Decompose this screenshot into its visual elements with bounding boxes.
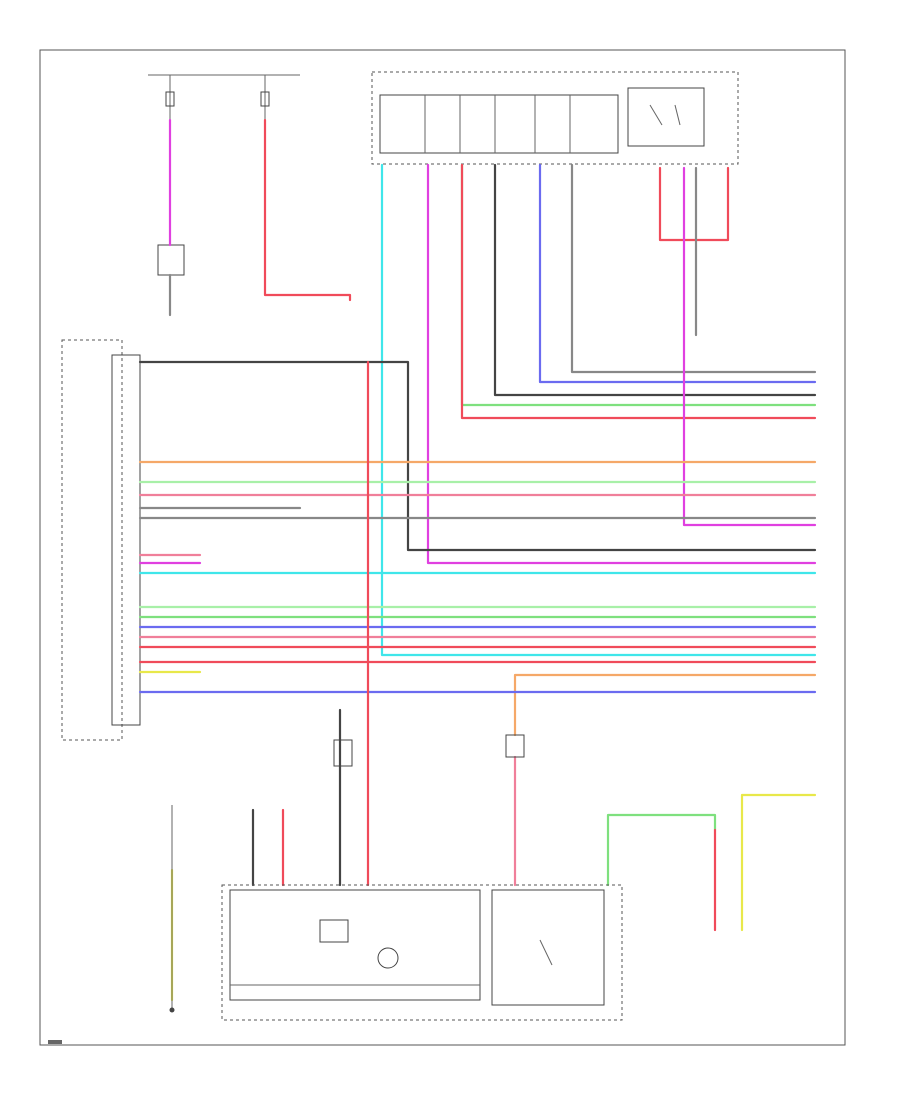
wire-magenta-11 — [682, 166, 817, 527]
meter-switch — [539, 939, 553, 966]
wire-red-10 — [658, 166, 730, 242]
fuse-block — [379, 94, 619, 154]
ecu-connector — [111, 354, 141, 726]
diagram-frame — [39, 49, 846, 1046]
meter-left-box — [229, 889, 481, 1001]
wire-red-6 — [460, 163, 817, 420]
warning-indicator — [377, 947, 399, 969]
lower-relay — [333, 739, 353, 767]
ecu-block — [61, 339, 123, 741]
wire-blue-8 — [538, 163, 817, 384]
wire-dark-7 — [493, 163, 817, 397]
meter-gauge — [319, 919, 349, 943]
wire-green-36 — [606, 813, 717, 887]
wire-yellow-38 — [740, 793, 817, 932]
wire-red-2 — [263, 118, 352, 302]
orange-resistor — [505, 734, 525, 758]
wire-green-5 — [460, 163, 817, 407]
junction-box-outline — [371, 71, 739, 165]
meter-right-box — [491, 889, 605, 1006]
combination-meter-outline — [221, 884, 623, 1021]
fuse-left-1 — [165, 91, 175, 107]
wire-magenta-4 — [426, 163, 817, 565]
relay-box — [627, 87, 705, 147]
fuse-left-2 — [260, 91, 270, 107]
wire-group — [138, 118, 817, 1002]
wire-dark-13 — [138, 360, 817, 552]
relay-contact — [674, 104, 681, 126]
wire-orange-29 — [513, 673, 817, 737]
ground-point — [169, 1007, 175, 1013]
top-left-relay — [157, 244, 185, 276]
wire-gray-9 — [570, 163, 817, 374]
wire-cyan-3 — [380, 163, 817, 657]
footer-mark — [48, 1040, 62, 1044]
relay-switch — [649, 104, 663, 126]
